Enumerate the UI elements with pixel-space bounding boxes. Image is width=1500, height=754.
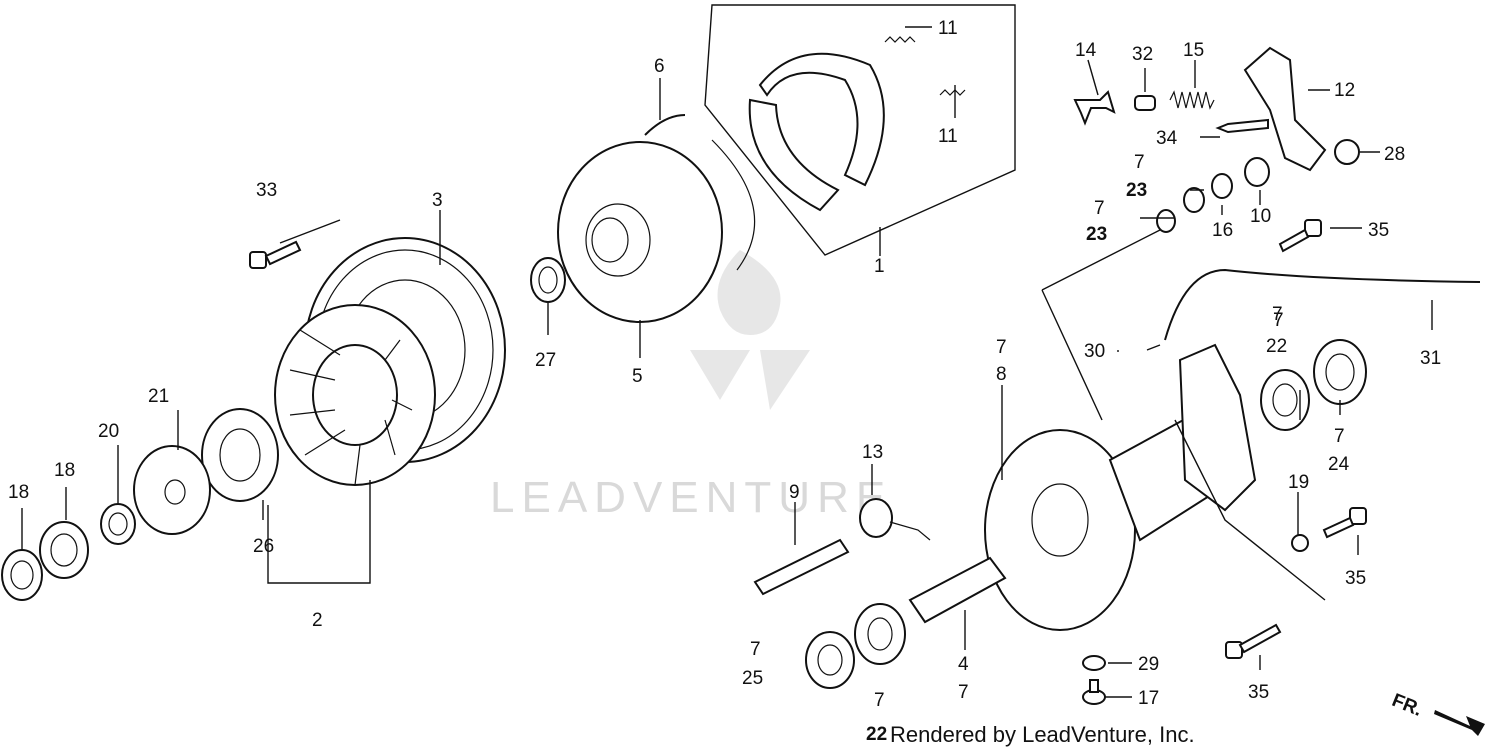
nut-part-18-inner (39, 521, 89, 579)
front-arrow-icon (1434, 710, 1485, 736)
nut-part-18-outer (1, 549, 43, 601)
washer-part-19 (1291, 534, 1309, 552)
washer-part-10 (1244, 157, 1270, 187)
callout-33: 33 (256, 180, 277, 201)
render-credit: Rendered by LeadVenture, Inc. (890, 722, 1195, 747)
washer-part-29 (1082, 655, 1106, 671)
callout-22-lower: 22 (866, 724, 887, 745)
callout-19: 19 (1288, 472, 1309, 493)
screw-part-17 (1082, 679, 1106, 705)
wing-nut-part-14 (1073, 90, 1116, 126)
washer-part-23-upper (1183, 187, 1205, 213)
callout-16: 16 (1212, 220, 1233, 241)
brake-arm-part-12 (1243, 46, 1327, 172)
washer-part-16 (1211, 173, 1233, 199)
callout-35-middle: 35 (1345, 568, 1366, 589)
cable-part-31 (1164, 268, 1481, 341)
callout-18-lower: 18 (8, 482, 29, 503)
oil-seal-part-27 (530, 257, 566, 303)
callout-32: 32 (1132, 44, 1153, 65)
callout-17: 17 (1138, 688, 1159, 709)
bolt-part-34 (1215, 118, 1269, 134)
cam-part-9 (753, 538, 850, 596)
callout-11-upper: 11 (938, 18, 958, 39)
bearing-part-22-lower (854, 603, 906, 665)
spring-part-15 (1169, 90, 1215, 110)
bearing-part-22-upper (1260, 369, 1310, 431)
callout-4: 4 (958, 654, 969, 675)
oil-seal-part-24 (1313, 339, 1367, 405)
callout-8-ref: 7 (996, 337, 1007, 358)
leader-lines (21, 26, 1433, 698)
callout-2: 2 (312, 610, 323, 631)
callout-3: 3 (432, 190, 443, 211)
callout-25: 25 (742, 668, 763, 689)
callout-1: 1 (874, 256, 885, 277)
callout-35-upper: 35 (1368, 220, 1389, 241)
bolt-part-35-lower (1225, 623, 1282, 659)
washer-part-23-lower (1156, 209, 1176, 233)
oil-seal-part-26 (201, 408, 279, 502)
callout-23-upper: 23 (1126, 180, 1147, 201)
callout-22-upper-ref: 7 (1273, 310, 1284, 331)
callout-31-ref: 7 (1272, 304, 1283, 325)
callout-18-upper: 18 (54, 460, 75, 481)
callout-5: 5 (632, 366, 643, 387)
callout-28: 28 (1384, 144, 1405, 165)
callout-27: 27 (535, 350, 556, 371)
callout-23-lower-ref: 7 (1094, 198, 1105, 219)
callout-10: 10 (1250, 206, 1271, 227)
pin-part-32 (1134, 95, 1156, 111)
callout-35-lower: 35 (1248, 682, 1269, 703)
collar-part-4 (908, 556, 1007, 624)
callout-9: 9 (789, 482, 800, 503)
o-ring-part-6 (644, 114, 686, 136)
callout-24: 24 (1328, 454, 1350, 475)
callout-12: 12 (1334, 80, 1355, 101)
callout-26: 26 (253, 536, 274, 557)
axle-housing-part-8 (984, 343, 1257, 631)
brake-shoe-group-outline (704, 4, 1016, 256)
callout-8: 8 (996, 364, 1007, 385)
callout-23-lower: 23 (1086, 224, 1107, 245)
seal-ring (711, 139, 756, 271)
bolt-part-33 (249, 240, 302, 269)
callout-31: 31 (1420, 348, 1441, 369)
callout-labels: 1 2 3 4 7 5 6 7 8 9 10 11 11 12 13 14 15… (8, 18, 1441, 745)
nut-part-28 (1334, 139, 1360, 165)
callout-30: 30 (1084, 341, 1105, 362)
watermark-logo (690, 250, 810, 410)
wheel-hub-fins (274, 304, 436, 486)
oil-seal-part-25 (805, 631, 855, 689)
callout-23-upper-ref: 7 (1134, 152, 1145, 173)
callout-22-lower-ref: 7 (874, 690, 885, 711)
callout-24-ref: 7 (1334, 426, 1345, 447)
front-marker-label: FR. (1389, 690, 1425, 721)
brake-shoe-part-1 (748, 52, 885, 212)
callout-14: 14 (1075, 40, 1097, 61)
callout-25-ref: 7 (750, 639, 761, 660)
callout-13: 13 (862, 442, 883, 463)
callout-11-lower: 11 (938, 126, 958, 147)
callout-22-upper: 22 (1266, 336, 1287, 357)
callout-15: 15 (1183, 40, 1204, 61)
callout-6: 6 (654, 56, 665, 77)
washer-part-20 (100, 503, 136, 545)
bolt-part-35-middle (1322, 507, 1367, 539)
callout-29: 29 (1138, 654, 1159, 675)
callout-20: 20 (98, 421, 119, 442)
callout-4-ref: 7 (958, 682, 969, 703)
washer-part-21 (133, 445, 211, 535)
brake-panel-part-5 (557, 141, 723, 323)
watermark-text: LEADVENTURE (490, 473, 892, 522)
bolt-part-35-upper (1278, 219, 1322, 253)
spring-part-11-lower (939, 89, 966, 96)
spring-part-11-upper (884, 36, 916, 43)
callout-34: 34 (1156, 128, 1178, 149)
callout-21: 21 (148, 386, 169, 407)
spring-part-13 (859, 498, 931, 541)
